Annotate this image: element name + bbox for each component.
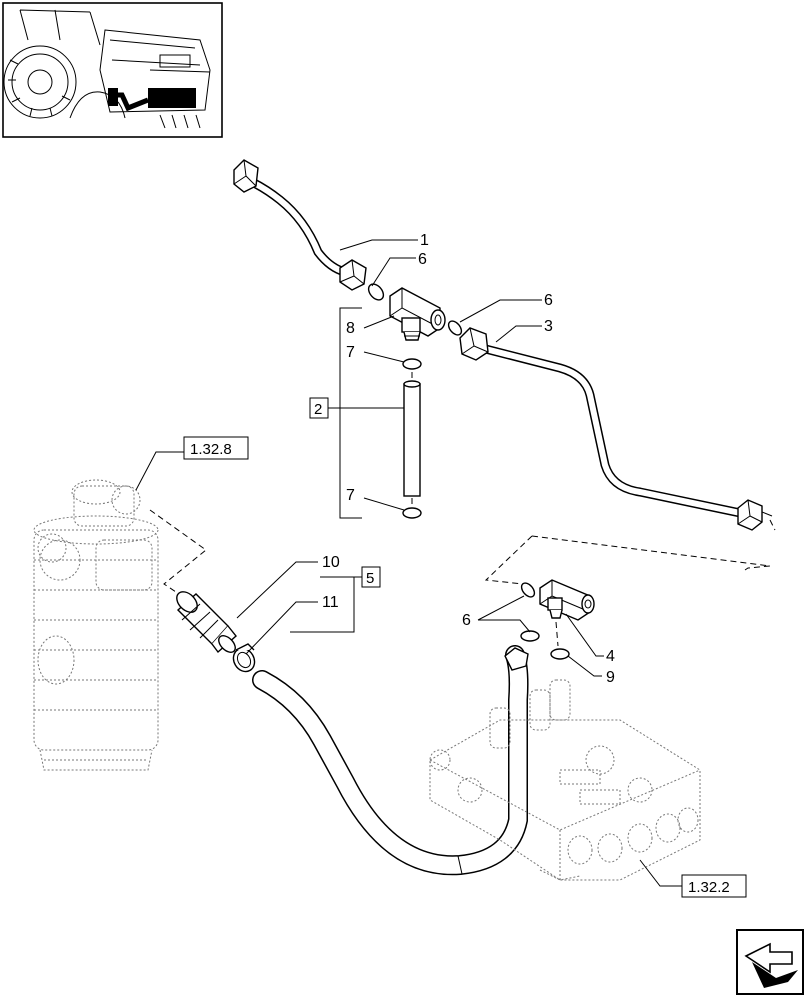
tee-fitting-8 [389,287,446,341]
o-ring-7a [402,358,422,370]
seal-ring-6c-upper [520,582,536,598]
o-ring-9 [550,648,570,660]
callout-7-upper: 7 [346,344,355,361]
callout-7-lower: 7 [346,487,355,504]
seal-ring-6a [367,283,385,301]
callout-9: 9 [606,669,615,686]
callout-1: 1 [420,232,429,249]
next-page-arrow-icon[interactable] [736,929,804,995]
leader-lines [135,239,682,887]
callout-4: 4 [606,648,615,665]
o-ring-7b [402,507,422,519]
svg-text:1.32.2: 1.32.2 [688,879,730,896]
callout-3: 3 [544,318,553,335]
svg-text:2: 2 [314,401,322,418]
svg-text:5: 5 [366,570,374,587]
callout-11: 11 [322,594,339,611]
hose-tube-part-2 [403,380,421,497]
callout-8: 8 [346,320,355,337]
seal-ring-6b [447,320,463,336]
filter-housing-phantom [33,479,159,771]
boxed-ref-1-32-8[interactable]: 1.32.8 [183,436,249,460]
callout-6-upper-right: 6 [544,292,553,309]
group-2-bracket [339,307,362,519]
seal-ring-6c-lower [520,630,540,642]
svg-text:1.32.8: 1.32.8 [190,441,232,458]
boxed-ref-1-32-2[interactable]: 1.32.2 [681,874,747,898]
control-valve-phantom [429,679,701,881]
callout-10: 10 [322,554,340,571]
pipe-part-1 [233,159,367,291]
hose-part-5 [252,645,529,876]
callouts: 1 6 6 3 8 7 7 10 11 6 4 9 [322,232,615,686]
callout-6-lower: 6 [462,612,471,629]
hose-coupling-10 [176,591,237,654]
boxed-ref-2[interactable]: 2 [309,397,329,419]
pipe-part-3 [459,327,773,531]
tee-fitting-4 [539,579,595,621]
tractor-thumbnail-icon [2,2,223,138]
group-5-bracket [290,576,355,633]
boxed-ref-5[interactable]: 5 [361,566,381,588]
callout-6-upper-left: 6 [418,251,427,268]
